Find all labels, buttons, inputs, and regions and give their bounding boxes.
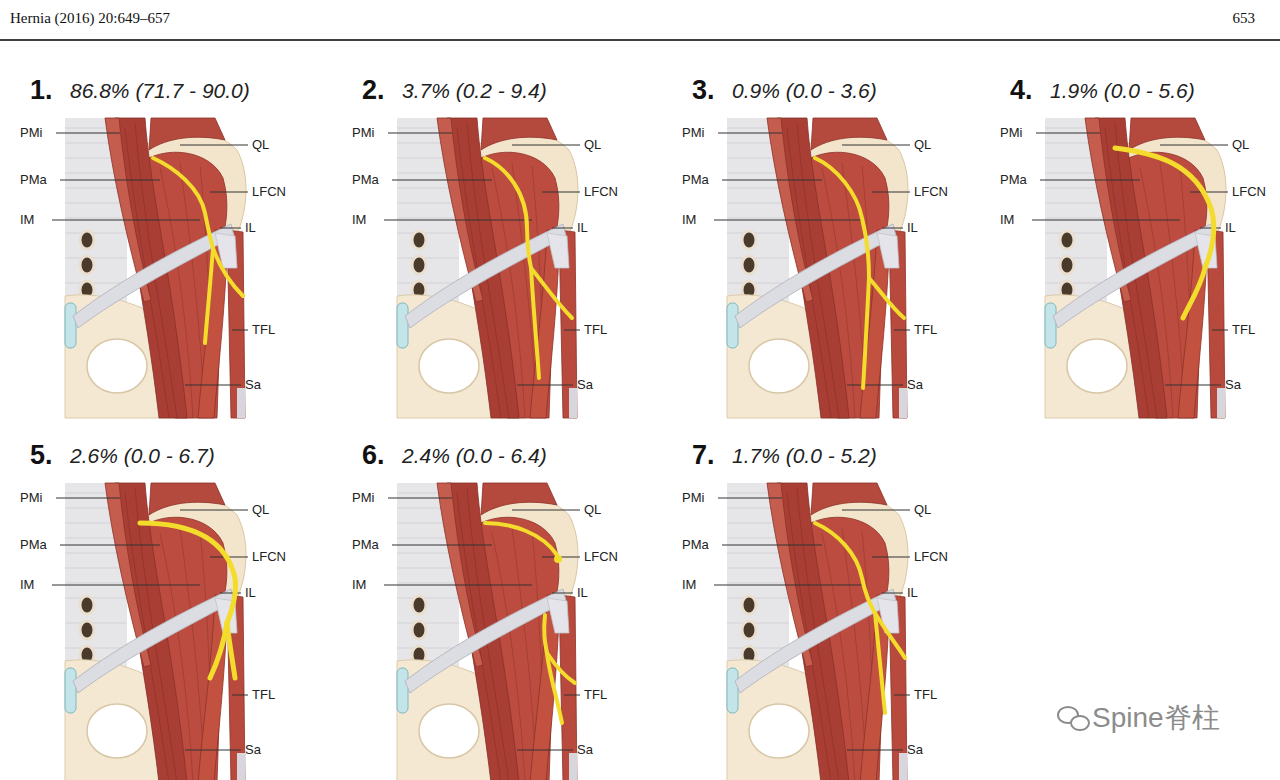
percentage: 1.7% (0.0 - 5.2) <box>732 444 877 467</box>
muscle-label: PMi <box>682 126 704 140</box>
panel-number: 3. <box>692 76 715 106</box>
nerve-label: LFCN <box>914 550 948 564</box>
muscle-label: IM <box>1000 213 1014 227</box>
muscle-label: PMa <box>682 538 709 552</box>
muscle-label: Sa <box>907 743 923 757</box>
panel-number: 7. <box>692 441 715 471</box>
panel-number: 1. <box>30 76 53 106</box>
ligament-label: IL <box>907 221 918 235</box>
percentage: 86.8% (71.7 - 90.0) <box>70 79 250 102</box>
muscle-label: PMa <box>682 173 709 187</box>
panel-number: 6. <box>362 441 385 471</box>
panel-number: 2. <box>362 76 385 106</box>
journal-header: Hernia (2016) 20:649–657 <box>10 10 170 27</box>
nerve-label: LFCN <box>584 185 618 199</box>
muscle-label: TFL <box>584 688 607 702</box>
muscle-label: Sa <box>245 743 261 757</box>
ligament-label: IL <box>245 221 256 235</box>
muscle-label: PMi <box>1000 126 1022 140</box>
muscle-label: TFL <box>1232 323 1255 337</box>
muscle-label: PMi <box>352 126 374 140</box>
percentage: 0.9% (0.0 - 3.6) <box>732 79 877 102</box>
muscle-label: TFL <box>252 688 275 702</box>
muscle-label: QL <box>252 503 269 517</box>
muscle-label: IM <box>682 578 696 592</box>
muscle-label: Sa <box>577 743 593 757</box>
ligament-label: IL <box>1225 221 1236 235</box>
muscle-label: IM <box>352 213 366 227</box>
muscle-label: QL <box>252 138 269 152</box>
muscle-label: TFL <box>584 323 607 337</box>
muscle-label: Sa <box>1225 378 1241 392</box>
ligament-label: IL <box>577 221 588 235</box>
muscle-label: PMa <box>352 173 379 187</box>
muscle-label: QL <box>914 138 931 152</box>
nerve-label: LFCN <box>252 185 286 199</box>
ligament-label: IL <box>577 586 588 600</box>
muscle-label: Sa <box>907 378 923 392</box>
muscle-label: IM <box>20 213 34 227</box>
muscle-label: Sa <box>245 378 261 392</box>
percentage: 2.4% (0.0 - 6.4) <box>402 444 547 467</box>
muscle-label: IM <box>20 578 34 592</box>
muscle-label: IM <box>682 213 696 227</box>
muscle-label: PMi <box>352 491 374 505</box>
muscle-label: PMi <box>20 491 42 505</box>
muscle-label: PMa <box>20 538 47 552</box>
nerve-label: LFCN <box>1232 185 1266 199</box>
muscle-label: Sa <box>577 378 593 392</box>
panel-number: 4. <box>1010 76 1033 106</box>
percentage: 2.6% (0.0 - 6.7) <box>70 444 215 467</box>
ligament-label: IL <box>907 586 918 600</box>
muscle-label: PMi <box>20 126 42 140</box>
nerve-label: LFCN <box>914 185 948 199</box>
watermark: Spine脊柱 <box>1092 703 1220 734</box>
muscle-label: QL <box>1232 138 1249 152</box>
muscle-label: PMa <box>352 538 379 552</box>
muscle-label: PMa <box>20 173 47 187</box>
panel-number: 5. <box>30 441 53 471</box>
ligament-label: IL <box>245 586 256 600</box>
percentage: 1.9% (0.0 - 5.6) <box>1050 79 1195 102</box>
muscle-label: QL <box>584 138 601 152</box>
muscle-label: TFL <box>252 323 275 337</box>
percentage: 3.7% (0.2 - 9.4) <box>402 79 547 102</box>
muscle-label: QL <box>584 503 601 517</box>
muscle-label: TFL <box>914 688 937 702</box>
muscle-label: TFL <box>914 323 937 337</box>
muscle-label: PMi <box>682 491 704 505</box>
muscle-label: QL <box>914 503 931 517</box>
nerve-label: LFCN <box>252 550 286 564</box>
page-number: 653 <box>1233 10 1256 27</box>
nerve-label: LFCN <box>584 550 618 564</box>
muscle-label: IM <box>352 578 366 592</box>
muscle-label: PMa <box>1000 173 1027 187</box>
